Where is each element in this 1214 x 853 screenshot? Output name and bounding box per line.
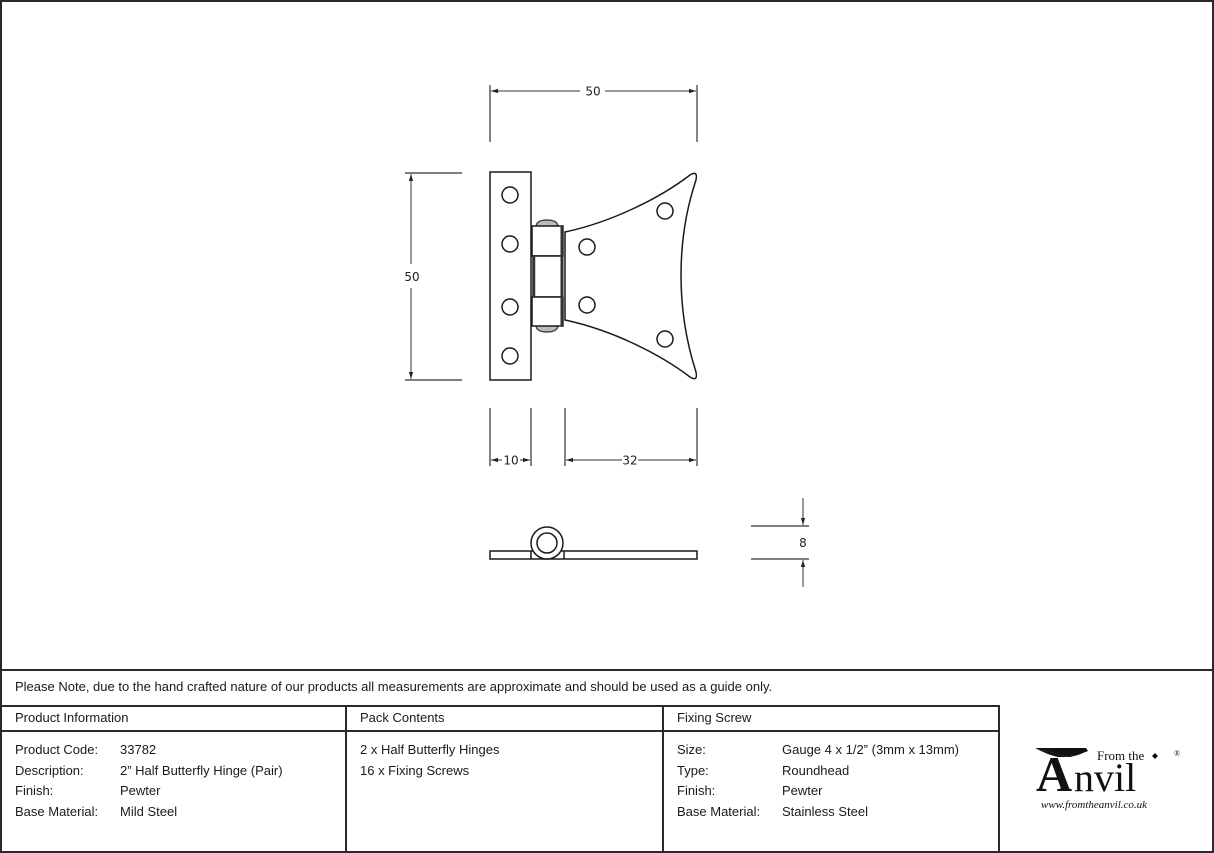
logo-brand: nvil: [1074, 755, 1136, 800]
dimension-right-leaf-width: 32: [564, 408, 698, 468]
pack-contents-list: 2 x Half Butterfly Hinges 16 x Fixing Sc…: [360, 740, 499, 781]
dim-label: 50: [585, 85, 600, 99]
info-row: Finish: Pewter: [677, 781, 959, 802]
logo-url: www.fromtheanvil.co.uk: [1041, 799, 1148, 811]
info-value: Roundhead: [782, 762, 850, 778]
info-key: Type:: [677, 762, 709, 778]
dimension-overall-width: 50: [489, 85, 698, 142]
fixing-screw-rows: Size: Gauge 4 x 1/2” (3mm x 13mm) Type: Ro…: [677, 740, 959, 823]
info-row: Base Material: Mild Steel: [15, 802, 283, 823]
dimension-thickness: 8: [751, 498, 809, 587]
info-row: Product Code: 33782: [15, 740, 283, 761]
info-row: Size: Gauge 4 x 1/2” (3mm x 13mm): [677, 740, 959, 761]
divider: [0, 730, 1000, 732]
pack-item: 16 x Fixing Screws: [360, 762, 470, 778]
product-information-rows: Product Code: 33782 Description: 2” Half B…: [15, 740, 283, 823]
dim-label: 50: [404, 270, 419, 284]
info-row: Base Material: Stainless Steel: [677, 802, 959, 823]
divider: [662, 705, 664, 853]
info-row: Description: 2” Half Butterfly Hinge (Pai…: [15, 761, 283, 782]
dimension-left-leaf-width: 10: [489, 408, 532, 468]
dim-label: 8: [799, 536, 807, 550]
info-key: Base Material:: [15, 804, 99, 820]
fixing-screw-heading: Fixing Screw: [677, 710, 752, 725]
info-key: Product Code:: [15, 742, 99, 757]
diamond-icon: [1152, 753, 1158, 759]
anvil-icon: [1035, 748, 1088, 757]
info-value: Gauge 4 x 1/2” (3mm x 13mm): [782, 742, 959, 757]
logo-from-the: From the: [1097, 748, 1145, 763]
info-key: Finish:: [677, 783, 716, 799]
product-information-heading: Product Information: [15, 710, 129, 725]
measurement-note: Please Note, due to the hand crafted nat…: [15, 679, 773, 694]
divider: [345, 705, 347, 853]
info-key: Size:: [677, 742, 706, 757]
info-row: Finish: Pewter: [15, 781, 283, 802]
info-value: Pewter: [782, 783, 823, 799]
info-key: Description:: [15, 762, 84, 778]
technical-drawing: 50 50 10: [404, 85, 809, 587]
info-row: Type: Roundhead: [677, 761, 959, 782]
info-value: Mild Steel: [120, 804, 178, 820]
divider: [0, 669, 1214, 671]
info-key: Finish:: [15, 783, 54, 799]
from-the-anvil-logo: A From the ® nvil www.fromtheanvil.co.uk: [1035, 746, 1180, 811]
info-value: 2” Half Butterfly Hinge (Pair): [120, 762, 283, 778]
hinge-side-view: [489, 526, 698, 560]
registered-mark: ®: [1174, 749, 1180, 758]
pack-contents-heading: Pack Contents: [360, 710, 445, 725]
divider: [0, 705, 1000, 707]
pack-item: 2 x Half Butterfly Hinges: [360, 742, 500, 757]
info-table: Please Note, due to the hand crafted nat…: [0, 669, 1214, 853]
logo-initial: A: [1036, 746, 1072, 802]
dimension-overall-height: 50: [404, 172, 462, 381]
divider: [998, 705, 1000, 853]
dim-label: 32: [622, 454, 637, 468]
dim-label: 10: [503, 454, 518, 468]
info-key: Base Material:: [677, 804, 761, 820]
info-value: Stainless Steel: [782, 804, 868, 820]
info-value: 33782: [120, 742, 157, 757]
info-value: Pewter: [120, 783, 161, 799]
hinge-front-view: [489, 171, 698, 381]
